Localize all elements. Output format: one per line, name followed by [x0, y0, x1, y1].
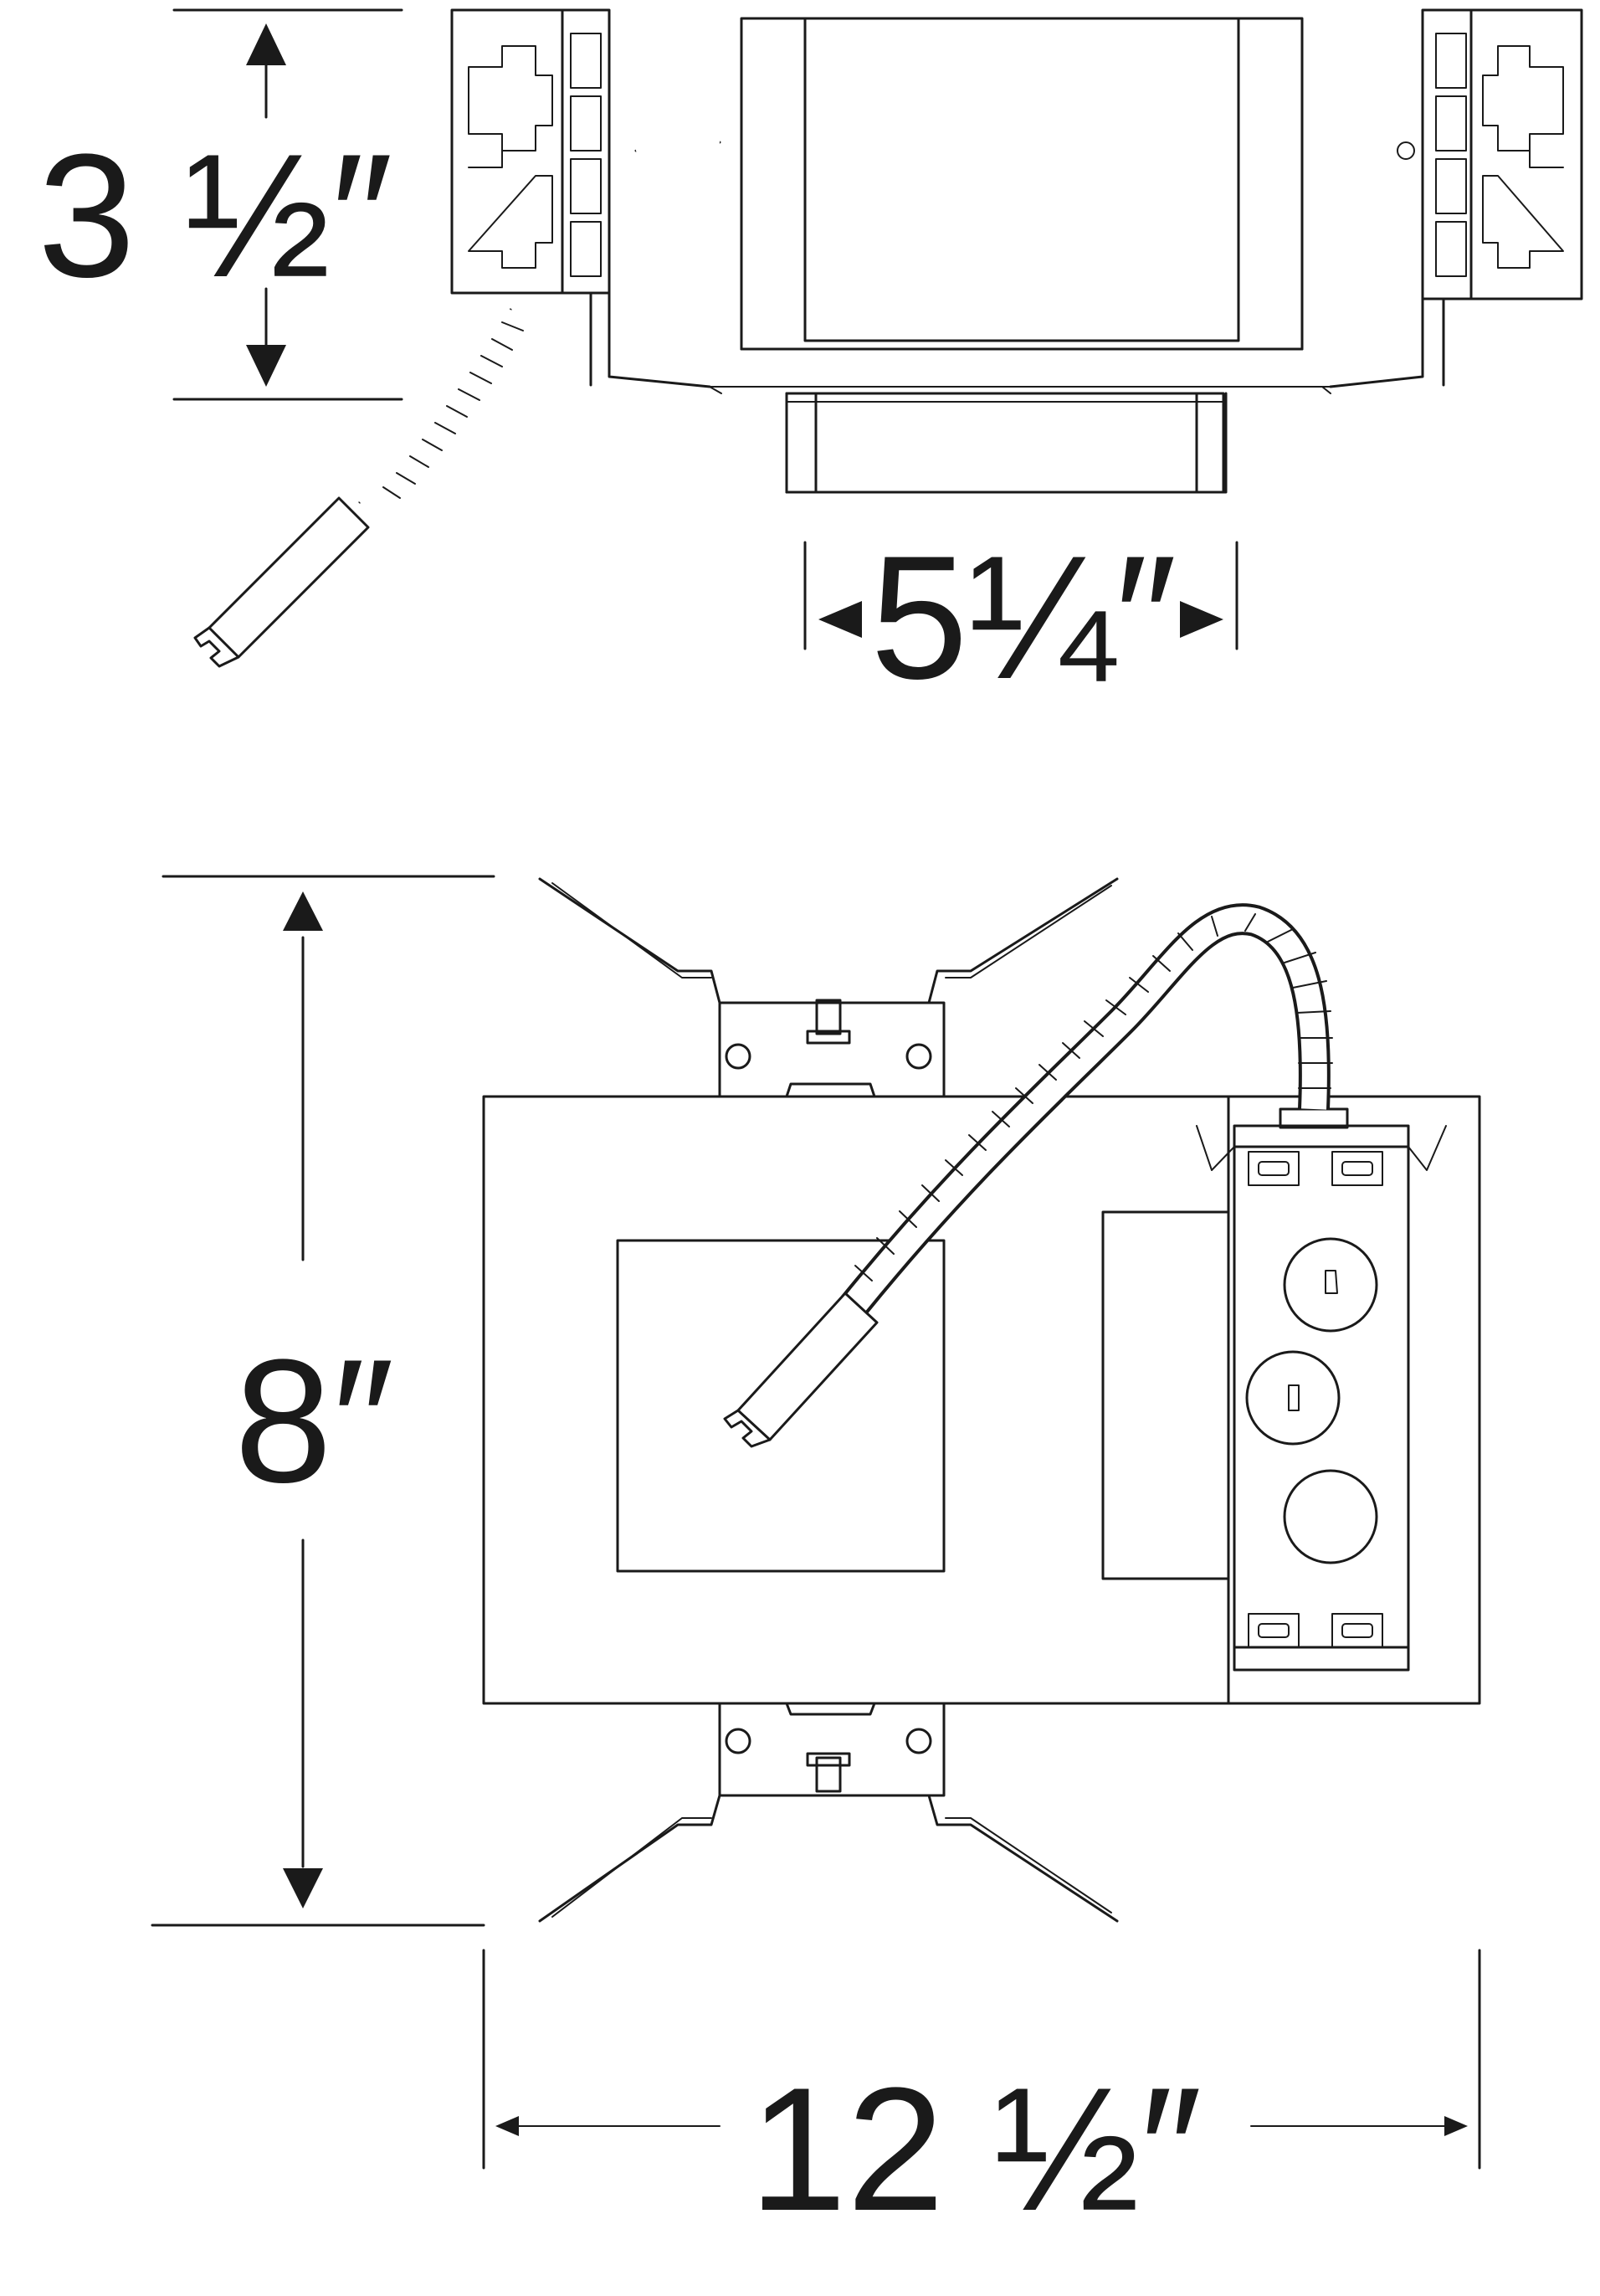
side-height-label: 3 ½″ — [38, 117, 393, 314]
junction-box — [1196, 1107, 1447, 1672]
top-height-dimension: 8″ — [151, 875, 495, 1927]
side-view: 3 ½″ — [38, 8, 1583, 716]
top-view: 8″ — [151, 875, 1481, 2247]
side-housing — [709, 17, 1331, 494]
side-width-label: 5¼″ — [870, 519, 1177, 716]
top-height-label: 8″ — [234, 1323, 394, 1519]
top-width-dimension: 12 ½″ — [482, 1949, 1481, 2247]
side-width-dimension: 5¼″ — [803, 519, 1238, 716]
side-right-bracket — [1329, 8, 1583, 388]
top-upper-hanger — [538, 877, 1119, 1098]
top-flex-conduit — [723, 903, 1333, 1448]
top-lower-hanger — [538, 1702, 1119, 1923]
side-left-bracket — [450, 8, 711, 388]
side-height-dimension: 3 ½″ — [38, 8, 403, 401]
side-flex-conduit — [193, 130, 721, 668]
top-width-label: 12 ½″ — [749, 2051, 1202, 2247]
top-housing — [482, 1095, 1481, 1705]
